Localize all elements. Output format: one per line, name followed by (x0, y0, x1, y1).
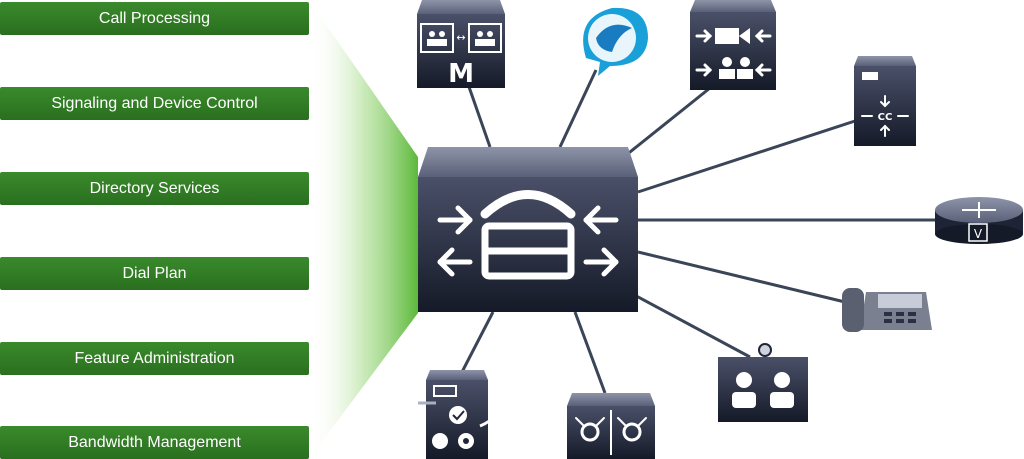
feature-dial-plan: Dial Plan (0, 257, 309, 290)
svg-text:M: M (448, 59, 474, 89)
contact-center-icon: CC (854, 56, 916, 146)
connection-lines (460, 69, 935, 394)
svg-text:↔: ↔ (456, 31, 465, 44)
feature-bandwidth-management: Bandwidth Management (0, 426, 309, 459)
voice-router-icon: V (935, 197, 1023, 244)
video-gateway-icon (690, 0, 776, 90)
jabber-icon (583, 7, 648, 76)
svg-text:CC: CC (878, 112, 893, 123)
certificate-authority-icon (418, 370, 497, 459)
media-switch-icon (567, 393, 655, 459)
telepresence-icon (718, 343, 808, 422)
feature-administration: Feature Administration (0, 342, 309, 375)
ip-phone-icon (842, 288, 932, 332)
mcu-icon: ↔ M (417, 0, 505, 89)
svg-text:V: V (974, 227, 983, 241)
feature-call-processing: Call Processing (0, 2, 309, 35)
feature-signaling-device-control: Signaling and Device Control (0, 87, 309, 120)
feature-directory-services: Directory Services (0, 172, 309, 205)
call-manager-icon (418, 147, 638, 312)
